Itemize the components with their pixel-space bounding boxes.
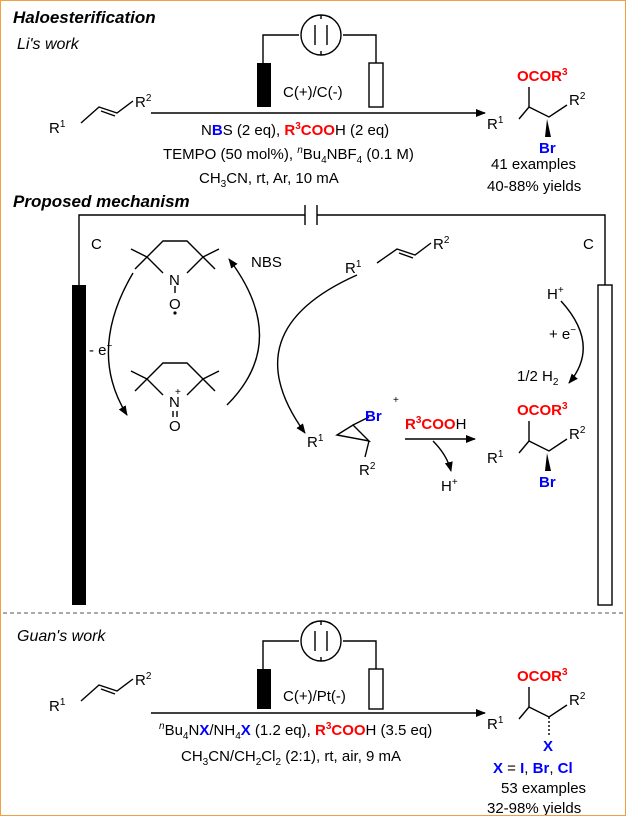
- reagent-line-1b: TEMPO (50 mol%), nBu4NBF4 (0.1 M): [163, 145, 414, 166]
- yields-range-1: 40-88% yields: [487, 178, 581, 195]
- acid-label: R3COOH: [405, 415, 466, 433]
- svg-text:R2: R2: [135, 671, 152, 689]
- svg-text:R1: R1: [487, 715, 504, 733]
- reagent-line-1a: NBS (2 eq), R3COOH (2 eq): [201, 121, 389, 139]
- svg-text:R2: R2: [135, 93, 152, 111]
- reduction-arc: [560, 300, 584, 384]
- section3-subtitle: Guan's work: [17, 628, 106, 645]
- tempo-radical: N O: [130, 240, 220, 315]
- regeneration-arc: [226, 258, 261, 406]
- product-2: OCOR3 R1 R2 Br: [487, 401, 586, 491]
- cathode-proton: H+: [547, 285, 564, 303]
- electrode-label-3: C(+)/Pt(-): [283, 688, 346, 705]
- proton-release-arrow: [432, 440, 453, 472]
- svg-text:OCOR3: OCOR3: [517, 667, 568, 685]
- cathode-electrode-3: [368, 668, 384, 710]
- section1-title: Haloesterification: [13, 8, 156, 27]
- svg-text:R1: R1: [307, 433, 324, 451]
- svg-text:O: O: [169, 418, 181, 435]
- yields-range-3: 32-98% yields: [487, 800, 581, 816]
- hydrogen-label: 1/2 H2: [517, 368, 559, 388]
- svg-text:R1: R1: [345, 259, 362, 277]
- alkene-reactant-3: R1 R2: [49, 671, 152, 715]
- svg-text:X: X: [543, 738, 553, 755]
- reagent-line-3b: CH3CN/CH2Cl2 (2:1), rt, air, 9 mA: [181, 748, 401, 768]
- bromonium-intermediate: R1 Br + R2: [307, 395, 399, 479]
- anode-electrode-3: [257, 669, 271, 709]
- section1-subtitle: Li's work: [17, 36, 80, 53]
- minus-electron-label: - e−: [89, 341, 113, 359]
- alkene-reactant-2: R1 R2: [345, 235, 450, 277]
- svg-text:R1: R1: [49, 119, 66, 137]
- svg-text:R2: R2: [433, 235, 450, 253]
- svg-text:OCOR3: OCOR3: [517, 67, 568, 85]
- oxidation-arc: [107, 272, 134, 416]
- nbs-label: NBS: [251, 254, 282, 271]
- power-supply-1: [262, 14, 377, 63]
- bromination-arc: [276, 274, 358, 434]
- electrode-label-1: C(+)/C(-): [283, 84, 343, 101]
- examples-count-1: 41 examples: [491, 156, 576, 173]
- svg-text:Br: Br: [539, 140, 556, 157]
- svg-text:R2: R2: [359, 461, 376, 479]
- alkene-reactant-1: R1 R2: [49, 93, 152, 137]
- svg-text:N: N: [169, 272, 180, 289]
- svg-text:R1: R1: [487, 449, 504, 467]
- cathode-electrode-1: [368, 62, 384, 108]
- tempo-oxoammonium: N + O: [130, 362, 220, 435]
- svg-text:N: N: [169, 394, 180, 411]
- halogen-scope: X = I, Br, Cl: [493, 760, 573, 777]
- proton-label: H+: [441, 477, 458, 495]
- svg-text:+: +: [175, 387, 181, 398]
- left-electrode-label: C: [91, 236, 102, 253]
- examples-count-3: 53 examples: [501, 780, 586, 797]
- power-supply-3: [262, 620, 377, 669]
- svg-text:O: O: [169, 296, 181, 313]
- reagent-line-1c: CH3CN, rt, Ar, 10 mA: [199, 170, 339, 190]
- product-3: OCOR3 R1 R2 X: [487, 667, 586, 755]
- right-cathode-bar: [597, 284, 613, 606]
- svg-text:Br: Br: [365, 408, 382, 425]
- mechanism-circuit: [78, 205, 606, 285]
- right-electrode-label: C: [583, 236, 594, 253]
- anode-electrode-1: [257, 63, 271, 107]
- svg-text:R2: R2: [569, 691, 586, 709]
- svg-text:R2: R2: [569, 425, 586, 443]
- svg-text:OCOR3: OCOR3: [517, 401, 568, 419]
- plus-electron-label: + e−: [549, 325, 576, 343]
- product-1: OCOR3 R1 R2 Br: [487, 67, 586, 157]
- section2-title: Proposed mechanism: [13, 192, 190, 211]
- svg-text:R1: R1: [487, 115, 504, 133]
- left-anode-bar: [72, 285, 86, 605]
- svg-text:R2: R2: [569, 91, 586, 109]
- reagent-line-3a: nBu4NX/NH4X (1.2 eq), R3COOH (3.5 eq): [159, 721, 432, 742]
- svg-text:+: +: [393, 395, 399, 406]
- svg-text:Br: Br: [539, 474, 556, 491]
- svg-text:R1: R1: [49, 697, 66, 715]
